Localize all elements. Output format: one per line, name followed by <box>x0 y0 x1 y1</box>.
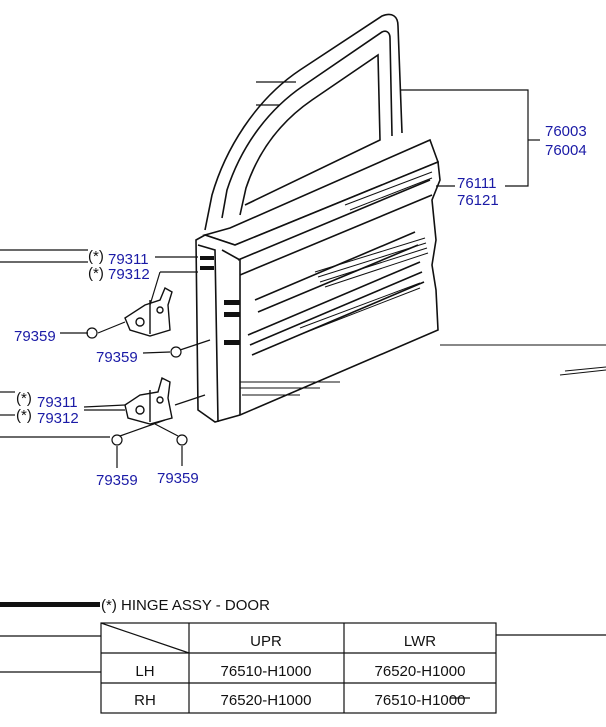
legend-col-upr: UPR <box>250 633 282 650</box>
label-76004: 76004 <box>545 142 587 159</box>
label-79359-4: 79359 <box>157 470 199 487</box>
legend-col-lwr: LWR <box>404 633 436 650</box>
label-76121: 76121 <box>457 192 499 209</box>
legend-row-upr: 76510-H1000 <box>221 663 312 680</box>
label-76111: 76111 <box>457 175 497 192</box>
asterisk-mark-3: (*) <box>16 390 32 407</box>
legend-note: (*) HINGE ASSY - DOOR <box>101 597 270 614</box>
label-79359-2: 79359 <box>96 349 138 366</box>
asterisk-mark-1: (*) <box>88 248 104 265</box>
legend-row-side: RH <box>134 692 156 709</box>
bolts <box>86 327 188 446</box>
label-79312-lower: 79312 <box>37 410 79 427</box>
label-79359-3: 79359 <box>96 472 138 489</box>
legend-row-side: LH <box>135 663 154 680</box>
door-shading <box>240 171 606 396</box>
label-79312-upper: 79312 <box>108 266 150 283</box>
part-labels: 76003 76004 76111 76121 (*) 79311 (*) 79… <box>14 123 587 489</box>
label-76003: 76003 <box>545 123 587 140</box>
legend: (*) HINGE ASSY - DOOR UPR LWR LH 76510-H… <box>0 597 606 714</box>
label-79311-upper: 79311 <box>108 251 149 268</box>
legend-row-lwr: 76520-H1000 <box>375 663 466 680</box>
lower-hinge <box>124 376 173 425</box>
asterisk-mark-2: (*) <box>88 265 104 282</box>
legend-row-lwr: 76510-H1000 <box>375 692 466 709</box>
legend-row-upr: 76520-H1000 <box>221 692 312 709</box>
label-79359-1: 79359 <box>14 328 56 345</box>
leader-lines <box>0 81 540 468</box>
door-illustration <box>195 13 441 423</box>
door-edge-marks <box>200 256 240 345</box>
asterisk-mark-4: (*) <box>16 407 32 424</box>
upper-hinge <box>124 286 173 337</box>
label-79311-lower: 79311 <box>37 394 78 411</box>
legend-table-grid <box>0 622 606 714</box>
